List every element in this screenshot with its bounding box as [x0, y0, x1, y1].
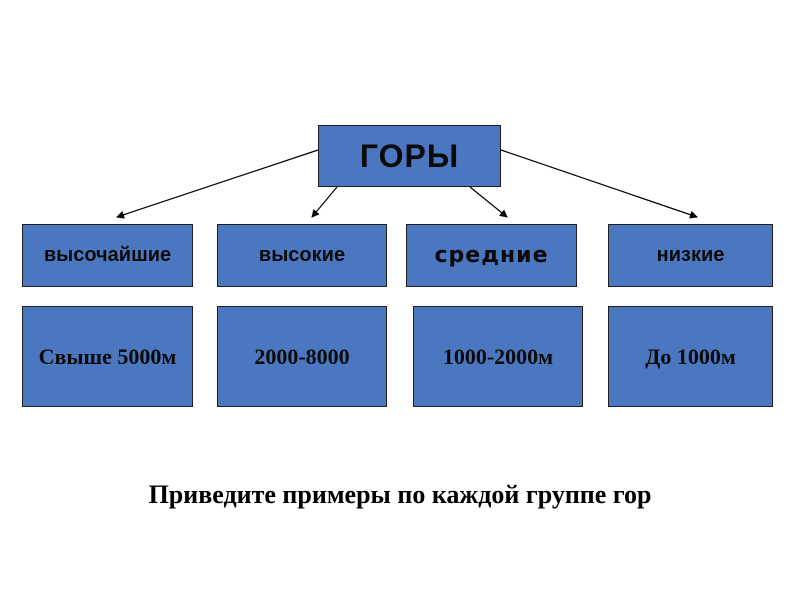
- category-highest: высочайшие: [22, 224, 193, 287]
- category-low: низкие: [608, 224, 773, 287]
- root-node-mountains: ГОРЫ: [318, 125, 501, 187]
- arrow-to-low: [500, 149, 698, 219]
- value-highest: Свыше 5000м: [22, 306, 193, 407]
- footer-instruction: Приведите примеры по каждой группе гор: [148, 480, 652, 509]
- arrow-to-highest: [116, 149, 319, 219]
- category-high: высокие: [217, 224, 387, 287]
- value-low: До 1000м: [608, 306, 773, 407]
- value-medium: 1000-2000м: [413, 306, 583, 407]
- category-medium: средние: [406, 224, 577, 287]
- arrow-to-medium: [469, 186, 508, 218]
- value-high: 2000-8000: [217, 306, 387, 407]
- arrow-to-high: [311, 186, 338, 218]
